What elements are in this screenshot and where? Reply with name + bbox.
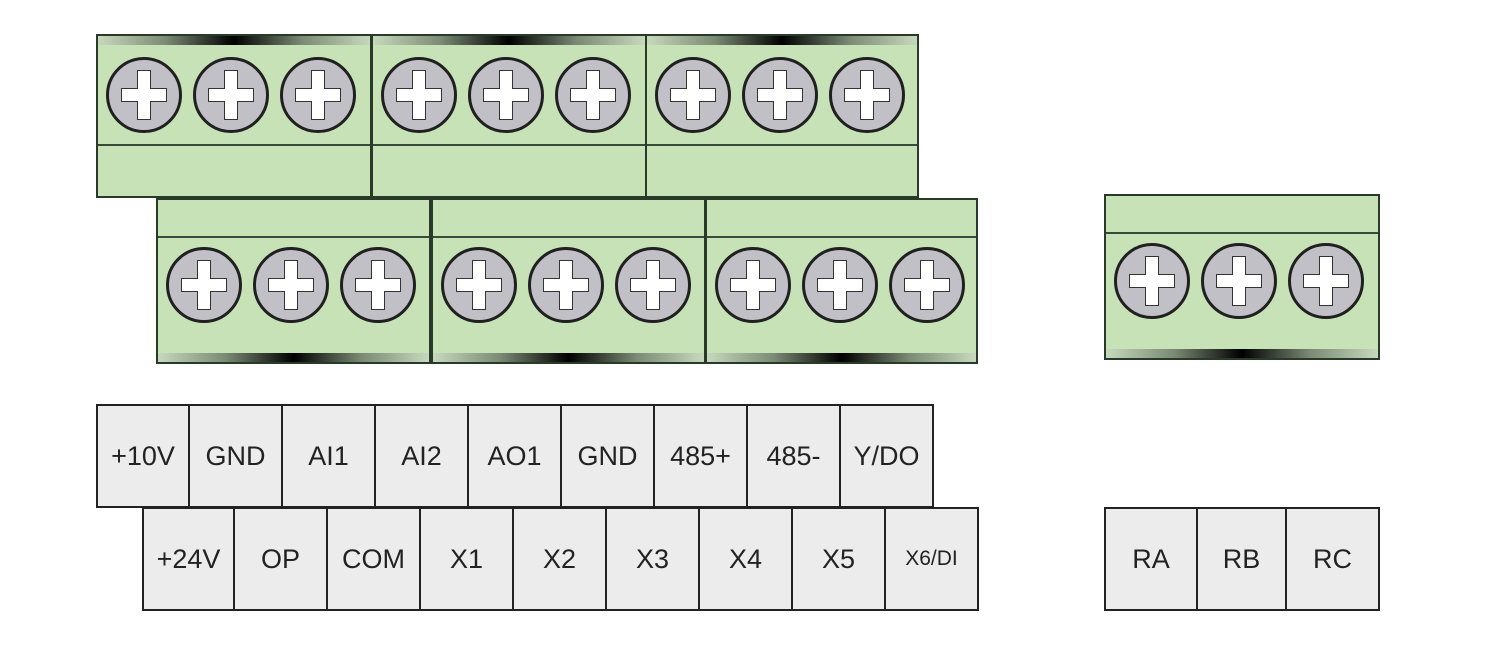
- relay-terminal-block: [1104, 194, 1380, 360]
- terminal-label: X3: [605, 507, 700, 611]
- terminal-label: +24V: [142, 507, 235, 611]
- terminal-label: X2: [512, 507, 607, 611]
- relay-label: RA: [1104, 507, 1198, 611]
- terminal-label: GND: [560, 404, 655, 508]
- bottom-edge-strip: [707, 353, 976, 362]
- bottom-edge-strip: [1106, 349, 1378, 358]
- screw-icon[interactable]: [829, 57, 905, 133]
- bottom-edge-strip: [158, 353, 429, 362]
- screw-icon[interactable]: [441, 247, 517, 323]
- terminal-label: GND: [188, 404, 283, 508]
- block-divider: [158, 236, 429, 238]
- terminal-labels-row-2: +24V OP COM X1 X2 X3 X4 X5 X6/DI: [142, 507, 979, 611]
- screw-icon[interactable]: [528, 247, 604, 323]
- terminal-label: X4: [698, 507, 793, 611]
- terminal-block-top-2: [371, 34, 647, 198]
- relay-label: RB: [1196, 507, 1287, 611]
- top-edge-strip: [647, 36, 917, 45]
- terminal-label: X6/DI: [884, 507, 979, 611]
- block-divider: [1106, 232, 1378, 234]
- screw-icon[interactable]: [802, 247, 878, 323]
- terminal-block-bottom-2: [431, 198, 706, 364]
- screw-icon[interactable]: [555, 57, 631, 133]
- screw-icon[interactable]: [340, 247, 416, 323]
- screw-icon[interactable]: [166, 247, 242, 323]
- screw-icon[interactable]: [615, 247, 691, 323]
- screw-icon[interactable]: [381, 57, 457, 133]
- terminal-label: Y/DO: [839, 404, 934, 508]
- screw-icon[interactable]: [280, 57, 356, 133]
- screw-icon[interactable]: [468, 57, 544, 133]
- bottom-edge-strip: [433, 353, 704, 362]
- screw-icon[interactable]: [655, 57, 731, 133]
- top-edge-strip: [373, 36, 645, 45]
- terminal-label: 485-: [746, 404, 841, 508]
- terminal-block-top-3: [645, 34, 919, 198]
- screw-icon[interactable]: [715, 247, 791, 323]
- terminal-label: X1: [419, 507, 514, 611]
- screw-icon[interactable]: [889, 247, 965, 323]
- terminal-block-bottom-1: [156, 198, 431, 364]
- block-divider: [433, 236, 704, 238]
- block-divider: [647, 144, 917, 146]
- terminal-labels-row-1: +10V GND AI1 AI2 AO1 GND 485+ 485- Y/DO: [96, 404, 934, 508]
- terminal-label: AO1: [467, 404, 562, 508]
- screw-icon[interactable]: [1288, 243, 1364, 319]
- block-divider: [98, 144, 370, 146]
- block-divider: [373, 144, 645, 146]
- terminal-label: 485+: [653, 404, 748, 508]
- terminal-label: +10V: [96, 404, 190, 508]
- screw-icon[interactable]: [253, 247, 329, 323]
- terminal-block-bottom-3: [705, 198, 978, 364]
- screw-icon[interactable]: [106, 57, 182, 133]
- terminal-label: AI2: [374, 404, 469, 508]
- screw-icon[interactable]: [1114, 243, 1190, 319]
- top-edge-strip: [98, 36, 370, 45]
- relay-labels: RA RB RC: [1104, 507, 1380, 611]
- terminal-label: X5: [791, 507, 886, 611]
- screw-icon[interactable]: [1201, 243, 1277, 319]
- relay-label: RC: [1285, 507, 1380, 611]
- terminal-label: COM: [326, 507, 421, 611]
- block-divider: [707, 236, 976, 238]
- screw-icon[interactable]: [742, 57, 818, 133]
- terminal-label: OP: [233, 507, 328, 611]
- terminal-block-top-1: [96, 34, 372, 198]
- terminal-label: AI1: [281, 404, 376, 508]
- screw-icon[interactable]: [193, 57, 269, 133]
